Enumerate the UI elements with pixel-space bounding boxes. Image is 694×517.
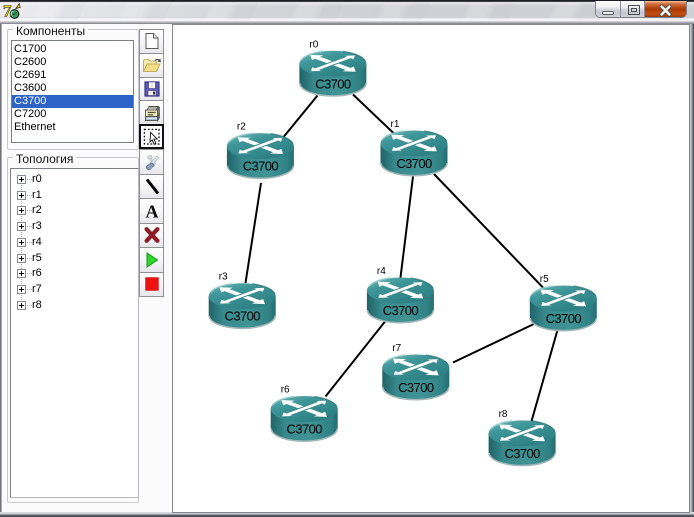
svg-text:r8: r8 bbox=[499, 409, 508, 420]
svg-text:r0: r0 bbox=[309, 39, 318, 50]
svg-text:7: 7 bbox=[3, 2, 12, 20]
svg-text:r5: r5 bbox=[540, 274, 549, 285]
svg-text:A: A bbox=[145, 202, 158, 220]
svg-text:r1: r1 bbox=[391, 119, 400, 130]
svg-text:r2: r2 bbox=[237, 122, 246, 133]
svg-text:r3: r3 bbox=[219, 272, 228, 283]
svg-text:r7: r7 bbox=[392, 343, 401, 354]
svg-text:r6: r6 bbox=[281, 385, 290, 396]
svg-text:r4: r4 bbox=[377, 266, 386, 277]
